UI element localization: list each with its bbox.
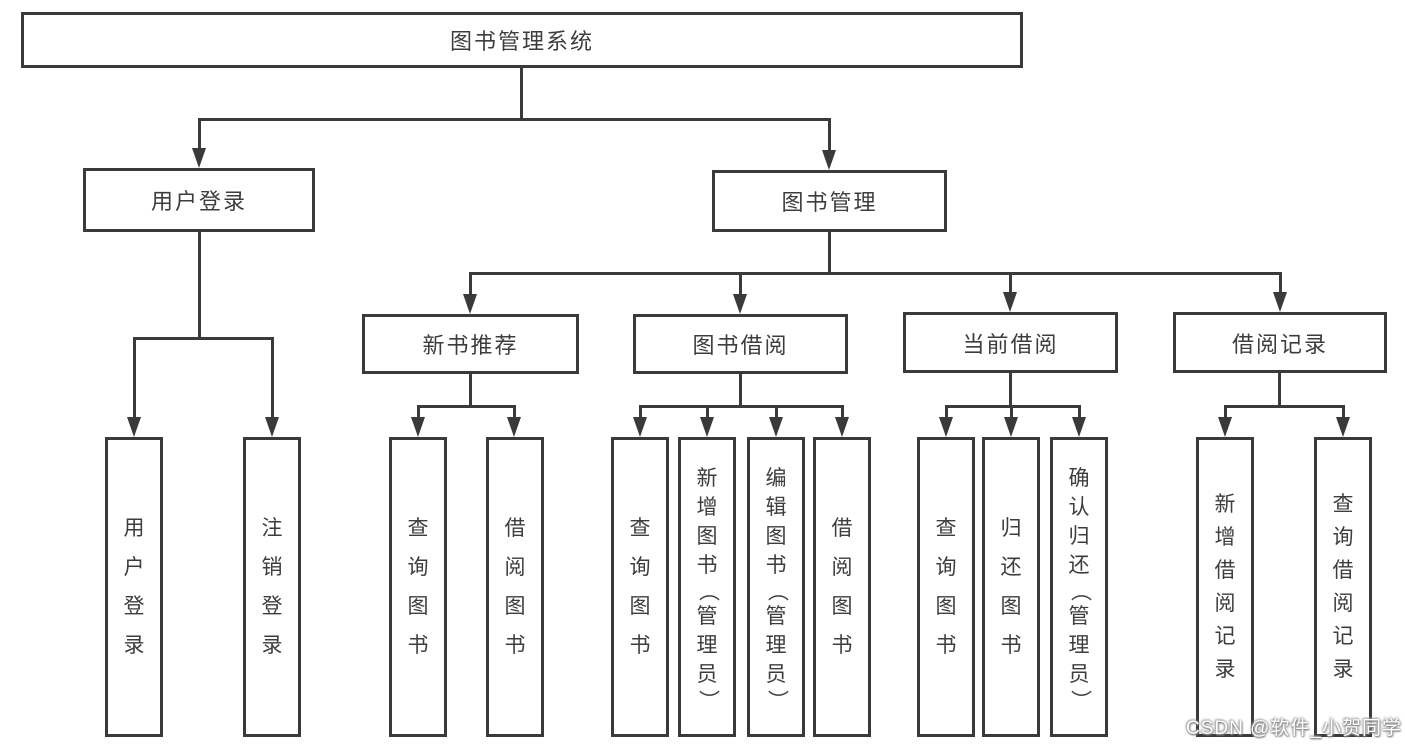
connector xyxy=(133,337,274,340)
connector xyxy=(469,272,1281,275)
watermark: CSDN @软件_小贺同学 xyxy=(1186,718,1402,739)
connector xyxy=(1010,405,1013,419)
connector xyxy=(739,272,742,296)
connector xyxy=(469,374,472,407)
connector xyxy=(1078,405,1081,419)
node-book-borrowing: 图书借阅 xyxy=(633,314,848,374)
node-new-book-recommend: 新书推荐 xyxy=(362,314,579,374)
arrowhead-down-icon xyxy=(411,417,425,437)
node-library-system-root: 图书管理系统 xyxy=(21,12,1023,68)
node-book-management: 图书管理 xyxy=(712,170,947,232)
arrowhead-down-icon xyxy=(822,150,836,170)
connector xyxy=(198,118,201,150)
connector xyxy=(1224,405,1345,408)
leaf-user-login: 用户登录 xyxy=(105,437,163,737)
arrowhead-down-icon xyxy=(1072,417,1086,437)
connector xyxy=(1224,405,1227,419)
arrowhead-down-icon xyxy=(939,417,953,437)
arrowhead-down-icon xyxy=(769,417,783,437)
connector xyxy=(775,405,778,419)
connector xyxy=(198,118,831,121)
connector xyxy=(469,272,472,296)
leaf-current-confirm-return-admin: 确认归还（管理员） xyxy=(1050,437,1108,737)
connector xyxy=(828,118,831,152)
connector xyxy=(639,405,642,419)
arrowhead-down-icon xyxy=(700,417,714,437)
connector xyxy=(841,405,844,419)
leaf-records-search-record: 查询借阅记录 xyxy=(1314,437,1372,737)
arrowhead-down-icon xyxy=(507,417,521,437)
connector xyxy=(271,337,274,419)
connector xyxy=(945,405,948,419)
arrowhead-down-icon xyxy=(127,417,141,437)
leaf-current-search-books: 查询图书 xyxy=(917,437,975,737)
node-borrowing-records: 借阅记录 xyxy=(1173,312,1387,373)
connector xyxy=(1009,372,1012,407)
connector xyxy=(1278,372,1281,407)
connector xyxy=(739,374,742,407)
arrowhead-down-icon xyxy=(1273,292,1287,312)
leaf-current-return-books: 归还图书 xyxy=(982,437,1040,737)
leaf-records-add-record: 新增借阅记录 xyxy=(1196,437,1254,737)
arrowhead-down-icon xyxy=(633,417,647,437)
leaf-borrow-search-books: 查询图书 xyxy=(611,437,669,737)
connector xyxy=(198,232,201,337)
connector xyxy=(133,337,136,419)
connector xyxy=(1342,405,1345,419)
leaf-borrow-borrow-books: 借阅图书 xyxy=(813,437,871,737)
arrowhead-down-icon xyxy=(463,294,477,314)
leaf-borrow-add-books-admin: 新增图书（管理员） xyxy=(678,437,736,737)
node-current-borrowing: 当前借阅 xyxy=(903,312,1118,373)
arrowhead-down-icon xyxy=(1003,292,1017,312)
connector xyxy=(945,405,1081,408)
arrowhead-down-icon xyxy=(835,417,849,437)
arrowhead-down-icon xyxy=(733,294,747,314)
arrowhead-down-icon xyxy=(192,148,206,168)
connector xyxy=(1009,272,1012,294)
arrowhead-down-icon xyxy=(1004,417,1018,437)
connector xyxy=(520,68,523,118)
connector xyxy=(706,405,709,419)
connector xyxy=(639,405,844,408)
connector xyxy=(417,405,420,419)
leaf-borrow-edit-books-admin: 编辑图书（管理员） xyxy=(747,437,805,737)
arrowhead-down-icon xyxy=(1218,417,1232,437)
connector xyxy=(417,405,516,408)
node-user-login: 用户登录 xyxy=(83,168,315,232)
leaf-logout: 注销登录 xyxy=(243,437,301,737)
connector xyxy=(513,405,516,419)
leaf-recommend-search-books: 查询图书 xyxy=(389,437,447,737)
arrowhead-down-icon xyxy=(265,417,279,437)
connector xyxy=(1279,272,1282,294)
connector xyxy=(828,232,831,272)
leaf-recommend-borrow-books: 借阅图书 xyxy=(486,437,544,737)
arrowhead-down-icon xyxy=(1336,417,1350,437)
